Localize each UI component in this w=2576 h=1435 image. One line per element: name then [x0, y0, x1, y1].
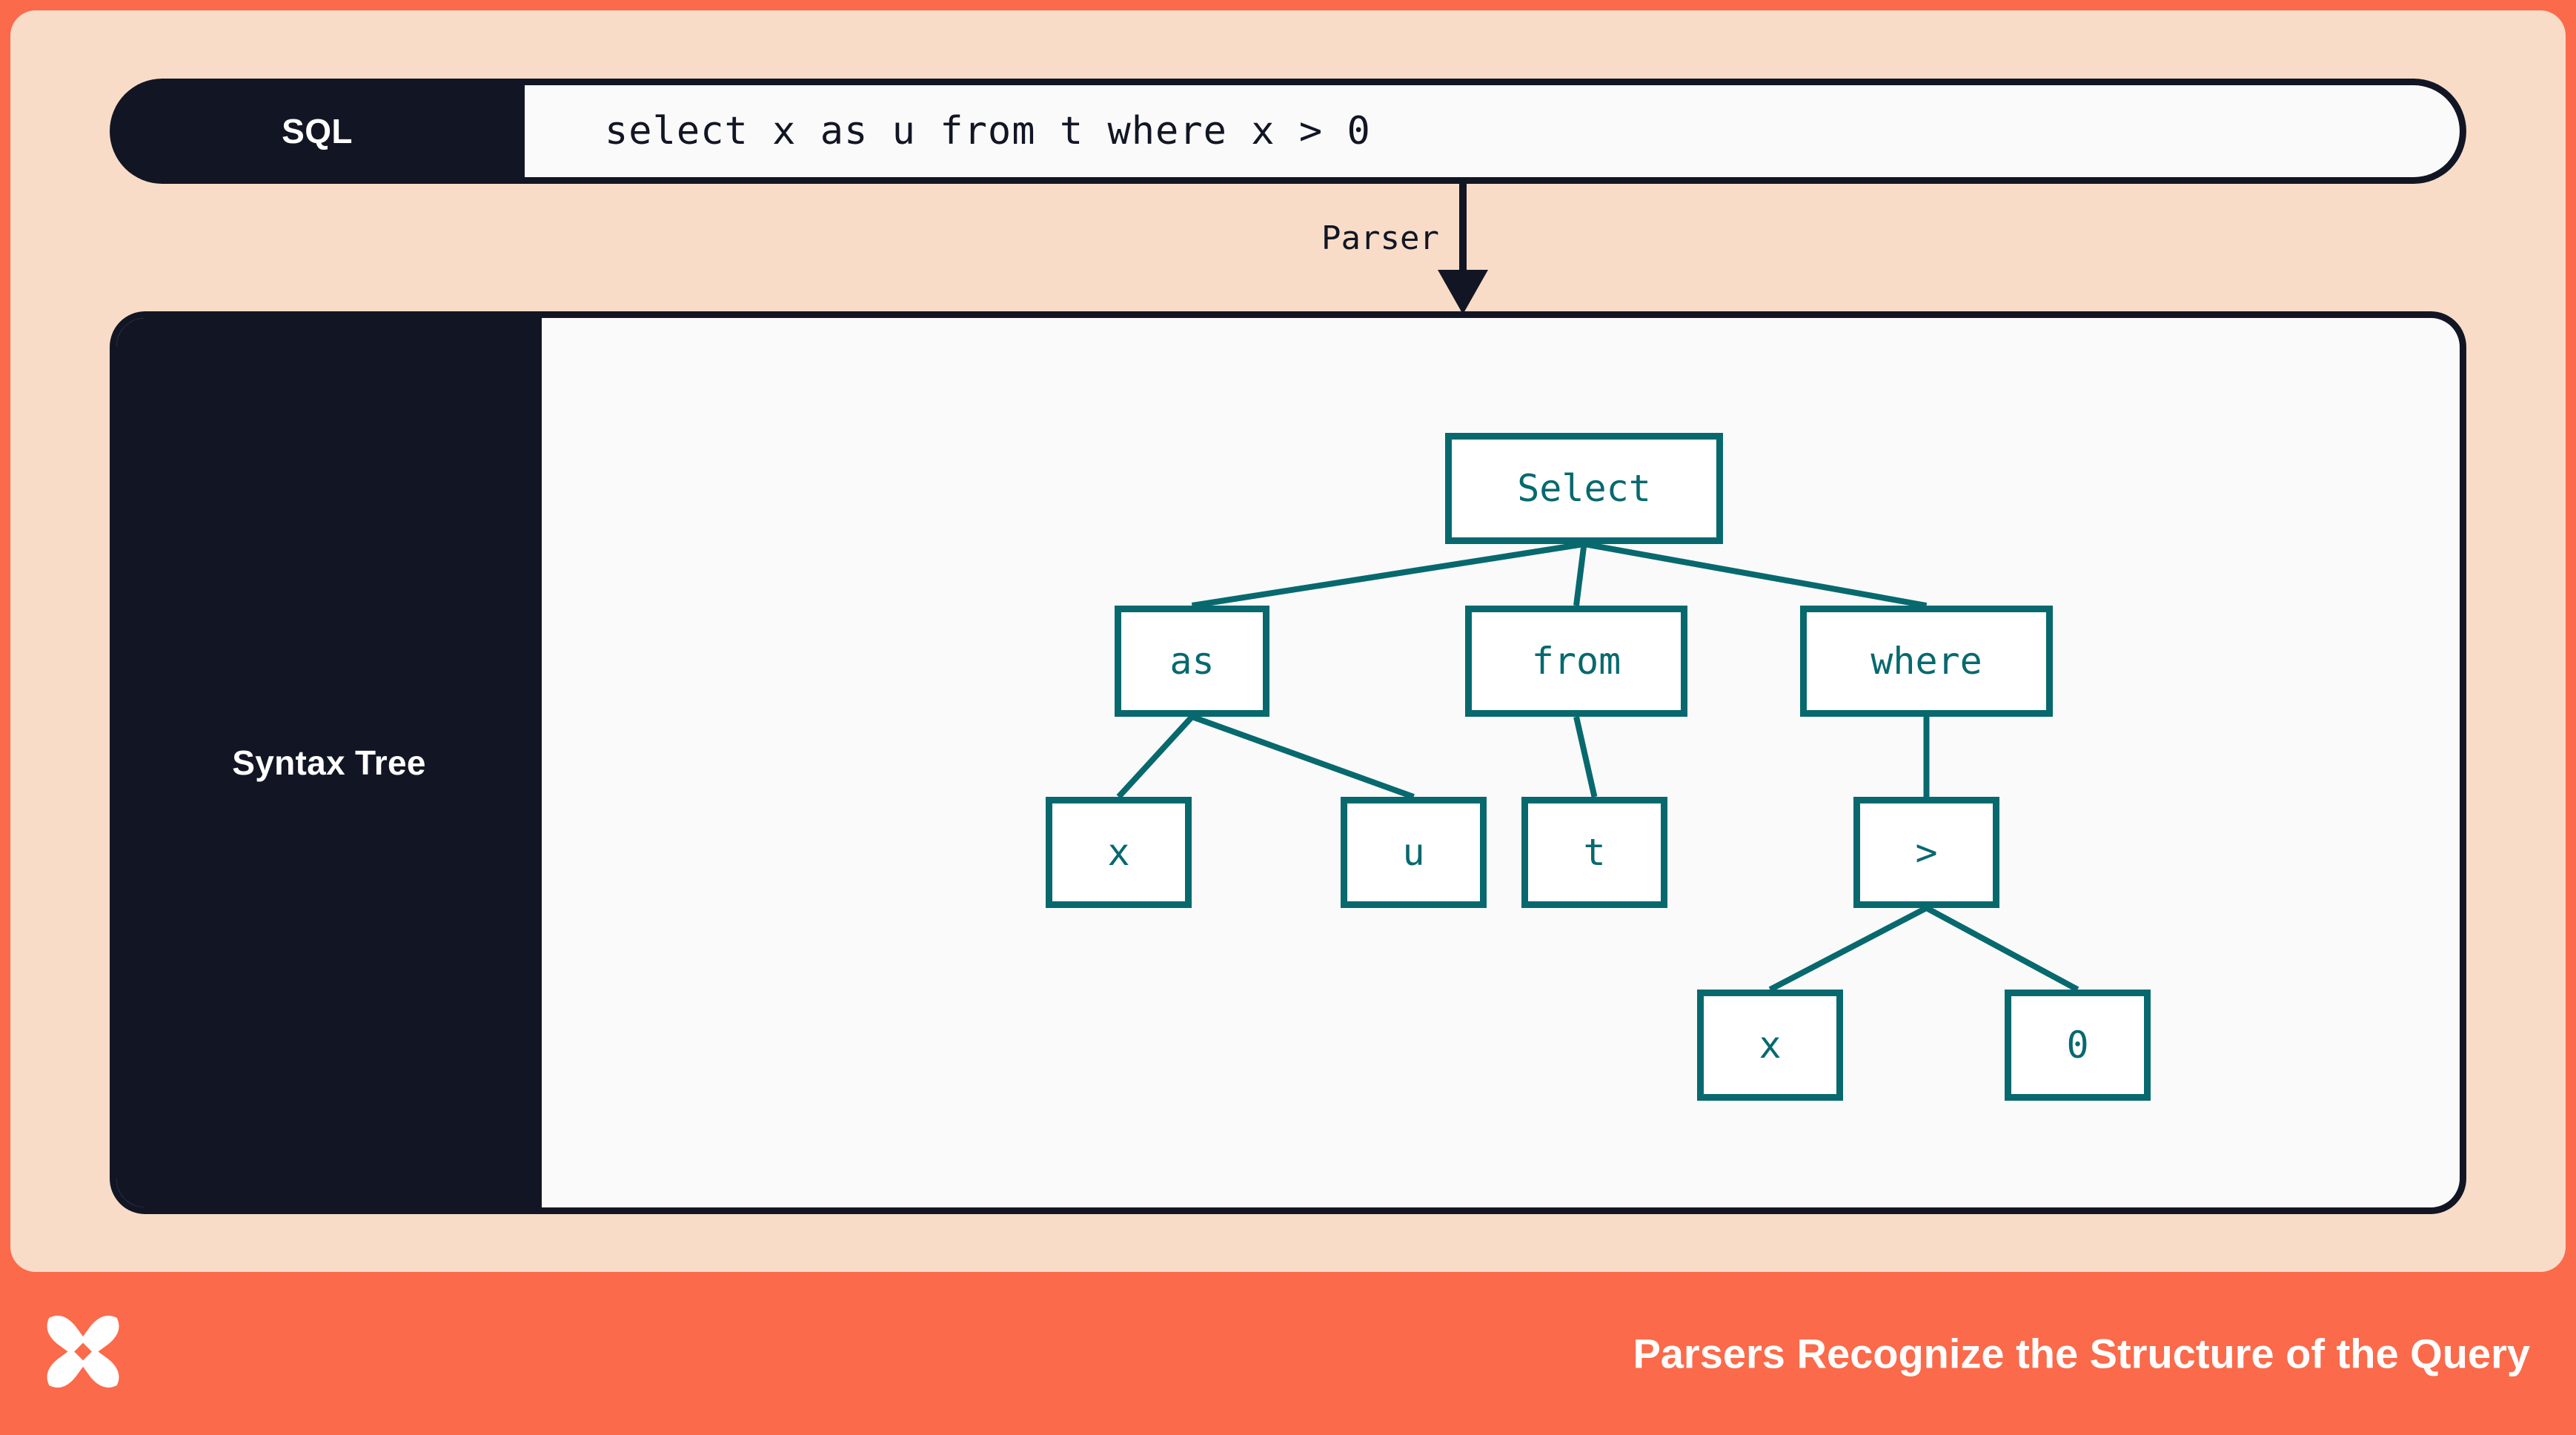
tree-node-label: where [1870, 640, 1982, 683]
tree-edge [1768, 905, 1928, 992]
syntax-tree-panel: Syntax Tree Select as from where x u t > x 0 [110, 311, 2466, 1214]
tree-node-label: u [1402, 831, 1425, 874]
tree-node-label: from [1531, 640, 1621, 683]
tree-node-where[interactable]: where [1800, 606, 2053, 717]
sql-label-text: SQL [282, 112, 353, 150]
tree-edge-lines [1116, 541, 2079, 992]
tree-edge [1191, 541, 1585, 609]
tree-node-label: Select [1517, 467, 1651, 510]
brand-x-logo-icon [39, 1308, 127, 1400]
tree-node-select[interactable]: Select [1445, 433, 1723, 544]
sql-query-field[interactable]: select x as u from t where x > 0 [525, 79, 2466, 184]
syntax-tree-label-badge: Syntax Tree [116, 318, 542, 1207]
tree-node-from-t[interactable]: t [1521, 797, 1667, 908]
tree-node-label: 0 [2066, 1024, 2089, 1067]
syntax-tree-label-text: Syntax Tree [232, 743, 426, 782]
arrow-down-icon [1438, 184, 1488, 314]
tree-node-label: > [1915, 831, 1938, 874]
tree-edge [1583, 541, 1928, 609]
tree-node-as-x[interactable]: x [1046, 797, 1192, 908]
tree-edge [1573, 543, 1587, 606]
tree-node-label: t [1583, 831, 1606, 874]
sql-row: SQL select x as u from t where x > 0 [110, 79, 2466, 184]
parser-transform-arrow: Parser [1270, 184, 1581, 314]
parser-label: Parser [1321, 219, 1439, 257]
syntax-tree-stage: Select as from where x u t > x 0 [542, 318, 2460, 1207]
diagram-canvas: SQL select x as u from t where x > 0 Par… [10, 10, 2566, 1272]
sql-query-text: select x as u from t where x > 0 [605, 109, 1371, 153]
tree-node-label: as [1169, 640, 1215, 683]
sql-label-badge: SQL [110, 79, 525, 184]
tree-node-gt-x[interactable]: x [1697, 990, 1843, 1101]
tree-node-as[interactable]: as [1115, 606, 1269, 717]
footer-bar: Parsers Recognize the Structure of the Q… [0, 1272, 2576, 1435]
tree-node-gt-0[interactable]: 0 [2005, 990, 2151, 1101]
footer-caption: Parsers Recognize the Structure of the Q… [1633, 1330, 2530, 1377]
tree-node-gt[interactable]: > [1853, 797, 1999, 908]
tree-node-from[interactable]: from [1465, 606, 1687, 717]
tree-node-as-u[interactable]: u [1341, 797, 1487, 908]
tree-edge [1573, 716, 1598, 798]
tree-edge [1925, 905, 2079, 992]
tree-node-label: x [1107, 831, 1130, 874]
tree-node-label: x [1759, 1024, 1782, 1067]
tree-edge [1116, 715, 1195, 799]
tree-edge [1191, 714, 1415, 800]
